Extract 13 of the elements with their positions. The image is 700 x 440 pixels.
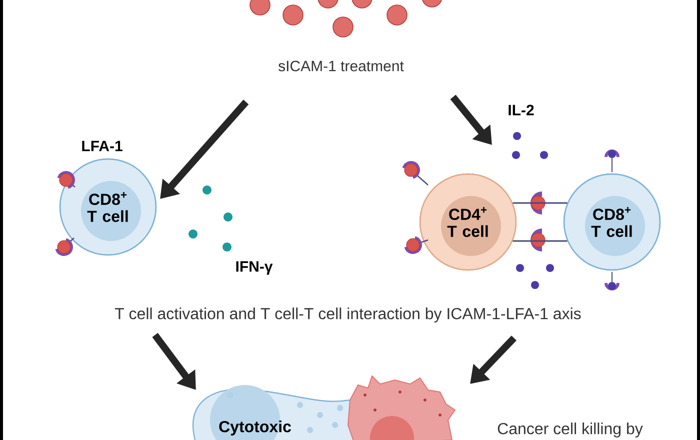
connector-line (512, 240, 568, 242)
t-cell: CD8$^{+}$ T cell (563, 173, 661, 271)
caption-text: T cell activation and T cell-T cell interaction by ICAM-1-LFA-1 axis (114, 308, 581, 322)
label-text: IFN-γ (236, 261, 273, 275)
t-cell: CD4$^{+}$ T cell (419, 173, 517, 271)
t-cell: CD8$^{+}$ T cell (59, 158, 157, 256)
cancer-cell (348, 375, 456, 440)
connector-line (512, 202, 568, 204)
label-text: Cancer cell killing by (498, 422, 643, 438)
label-text: LFA-1 (82, 140, 122, 152)
caption-text: sICAM-1 treatment (278, 60, 404, 72)
label-text: IL-2 (508, 104, 534, 116)
cytotoxic-cell: Cytotoxic (192, 385, 356, 440)
